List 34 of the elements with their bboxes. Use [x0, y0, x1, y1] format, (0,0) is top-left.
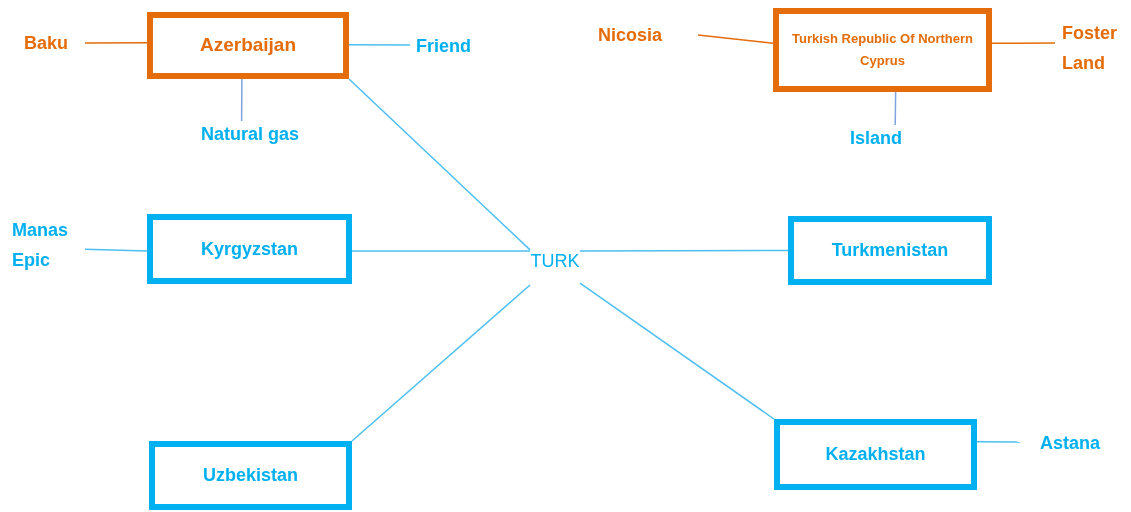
country-box: [773, 8, 992, 92]
capital-label: Baku: [24, 30, 85, 56]
connector-line: [579, 249, 789, 252]
connector-line: [84, 42, 148, 44]
connector-line: [348, 44, 411, 46]
connector-line: [351, 284, 531, 442]
note-label: Manas Epic: [8, 215, 85, 275]
capital-label: Nicosia: [598, 22, 698, 48]
country-name: Uzbekistan: [203, 464, 298, 487]
country-box: [774, 419, 977, 490]
center-label: TURK: [530, 248, 580, 285]
note-label: Foster Land: [1055, 18, 1131, 76]
connector-line: [351, 250, 531, 252]
connector-line: [991, 42, 1056, 45]
connector-line: [348, 78, 531, 251]
country-box: [788, 216, 992, 285]
country-name: Kyrgyzstan: [201, 237, 298, 261]
country-name: Turkmenistan: [831, 239, 949, 262]
country-name: Azerbaijan: [199, 33, 297, 58]
connector-line: [976, 440, 1021, 443]
connector-line: [84, 248, 148, 252]
country-box: [147, 214, 352, 284]
note-label: Friend: [410, 33, 490, 59]
note-label: Island: [840, 125, 920, 151]
country-box: [149, 441, 352, 510]
connector-line: [894, 91, 897, 126]
country-box: [147, 12, 349, 79]
connector-line: [697, 34, 774, 45]
capital-label: Astana: [1020, 430, 1120, 456]
country-name: Kazakhstan: [825, 443, 926, 466]
country-name: Turkish Republic Of Northern Cyprus: [790, 30, 975, 70]
connector-line: [240, 78, 243, 122]
note-label: Natural gas: [190, 121, 310, 147]
connector-line: [579, 282, 775, 420]
